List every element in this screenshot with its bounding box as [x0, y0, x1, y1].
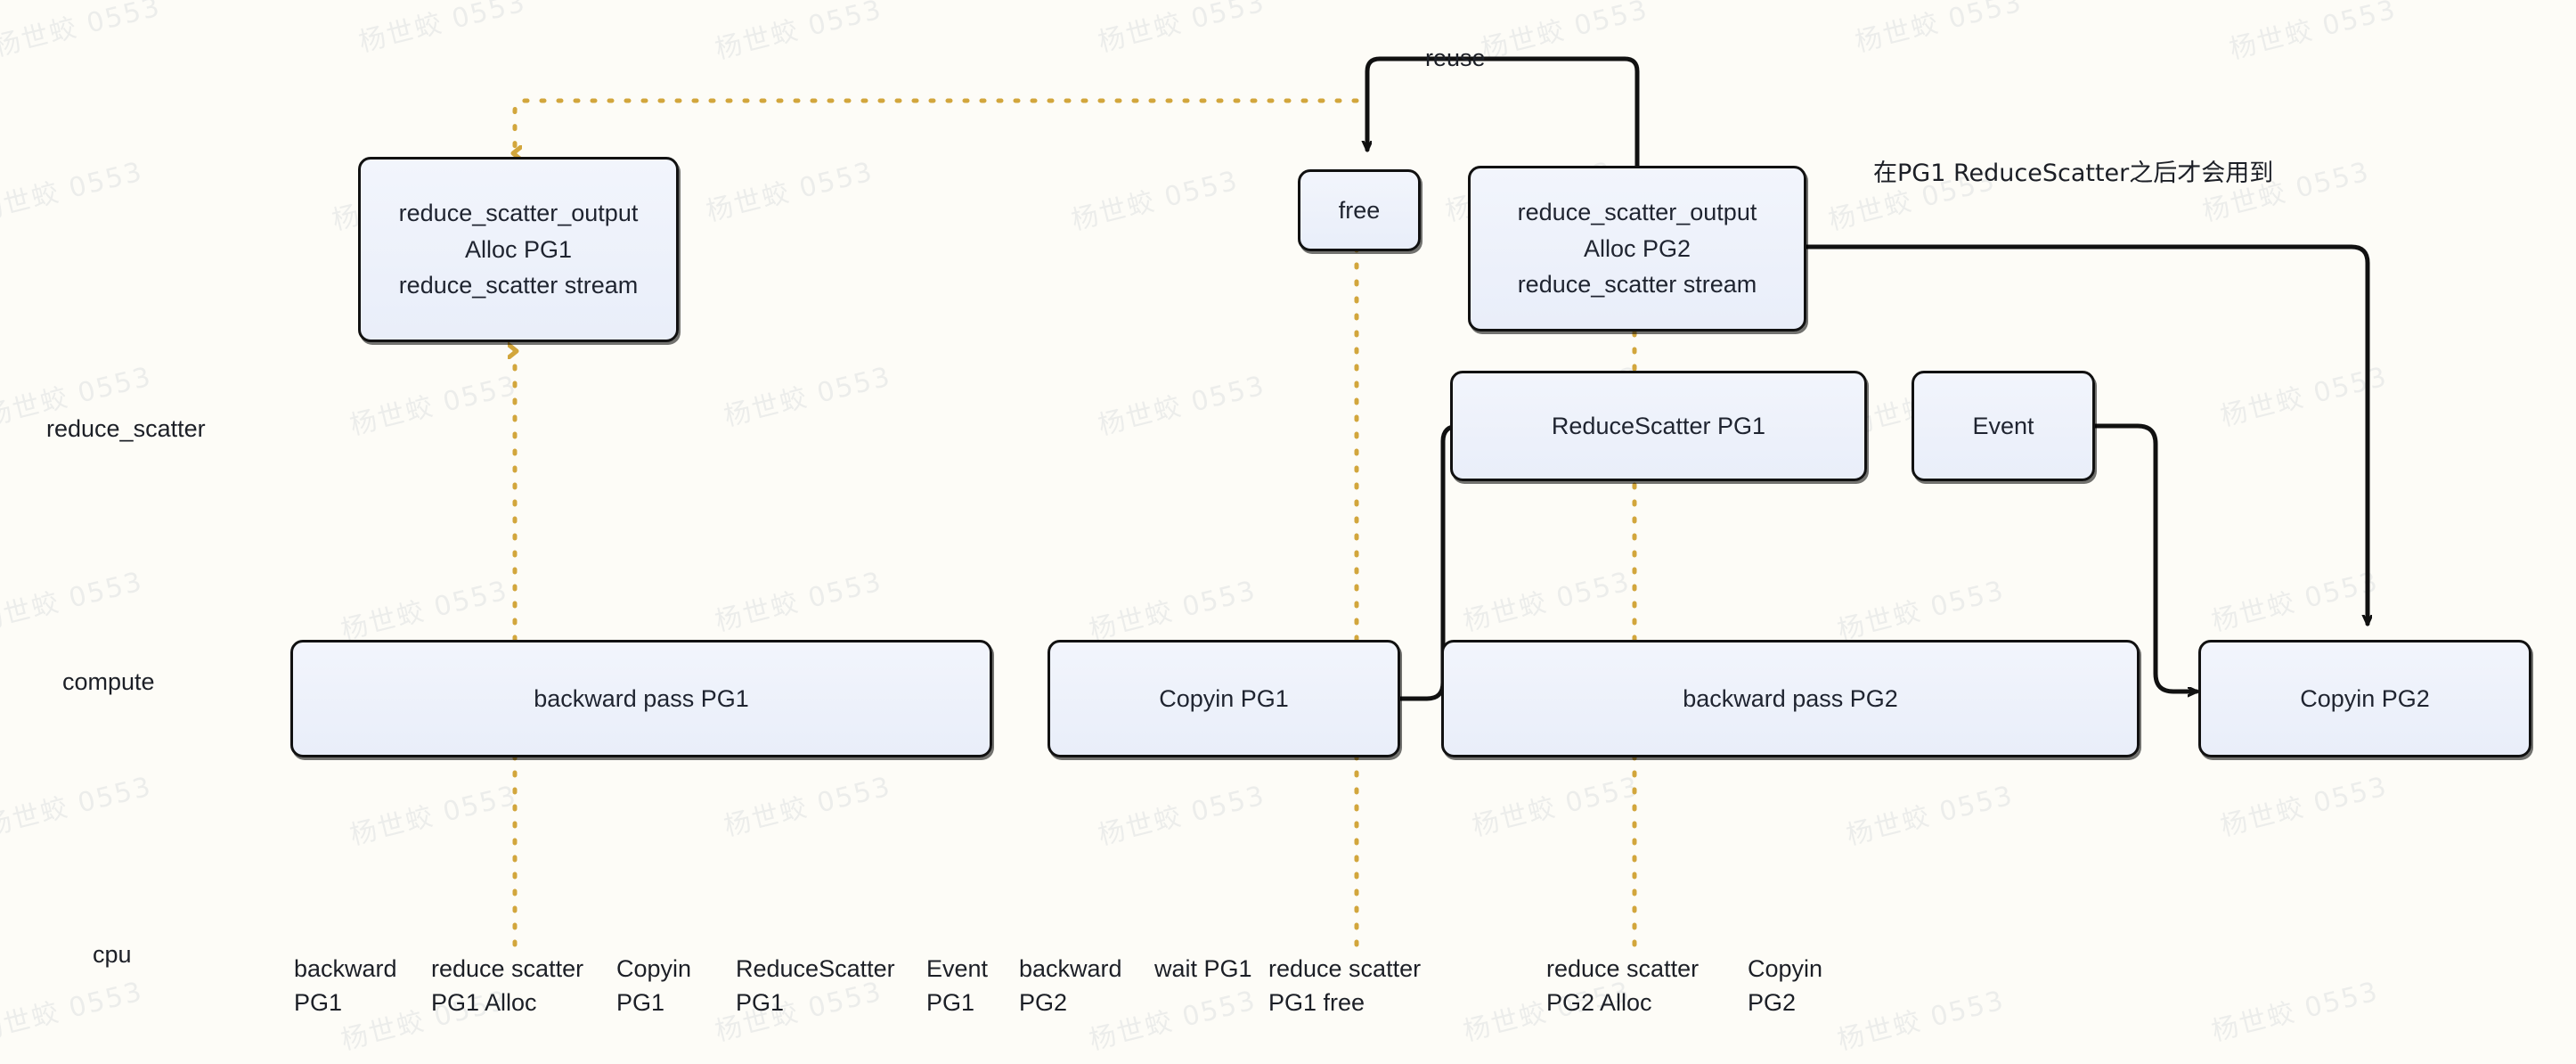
node-copyin-pg2[interactable]: Copyin PG2 [2198, 640, 2531, 757]
node-backward-pass-pg1[interactable]: backward pass PG1 [290, 640, 992, 757]
solid-edge-event-to-copyin2 [2092, 423, 2199, 692]
node-label: ReduceScatter PG1 [1551, 412, 1766, 439]
node-label: Copyin PG1 [1159, 684, 1289, 712]
row-label-compute: compute [62, 668, 155, 695]
cpu-item: reduce scatter PG1 Alloc [431, 955, 584, 1017]
node-backward-pass-pg2[interactable]: backward pass PG2 [1441, 640, 2140, 757]
node-label: reduce_scatter_output Alloc PG2 reduce_s… [1517, 199, 1757, 299]
cpu-item: reduce scatter PG2 Alloc [1546, 955, 1700, 1017]
cpu-item: backward PG1 [294, 955, 397, 1017]
node-label: reduce_scatter_output Alloc PG1 reduce_s… [398, 200, 639, 299]
node-label: free [1338, 196, 1381, 224]
node-reduce-scatter-output-alloc-pg2[interactable]: reduce_scatter_output Alloc PG2 reduce_s… [1468, 166, 1806, 331]
node-label: Event [1972, 412, 2034, 439]
node-label: Copyin PG2 [2300, 684, 2430, 712]
cpu-item: Copyin PG2 [1748, 955, 1823, 1017]
node-reduce-scatter-output-alloc-pg1[interactable]: reduce_scatter_output Alloc PG1 reduce_s… [358, 157, 679, 342]
edge-label-reuse: reuse [1425, 45, 1486, 71]
note-pg1-after-reducescatter: 在PG1 ReduceScatter之后才会用到 [1873, 160, 2274, 187]
row-label-reduce-scatter: reduce_scatter [46, 415, 206, 442]
node-reducescatter-pg1[interactable]: ReduceScatter PG1 [1450, 371, 1867, 481]
cpu-item: backward PG2 [1019, 955, 1122, 1017]
row-label-cpu: cpu [93, 941, 132, 968]
cpu-item: ReduceScatter PG1 [736, 955, 895, 1017]
node-free[interactable]: free [1298, 169, 1421, 251]
cpu-item: Copyin PG1 [616, 955, 692, 1017]
cpu-item: wait PG1 [1154, 955, 1252, 982]
node-copyin-pg1[interactable]: Copyin PG1 [1048, 640, 1400, 757]
cpu-item: reduce scatter PG1 free [1268, 955, 1422, 1017]
solid-edge-alloc2-to-copyin2 [1803, 244, 2368, 626]
node-label: backward pass PG1 [534, 684, 749, 712]
cpu-item: Event PG1 [926, 955, 989, 1017]
solid-edge-reuse [1367, 56, 1640, 168]
node-event[interactable]: Event [1912, 371, 2095, 481]
dotted-edge-reuse-backlink [515, 98, 1359, 153]
node-label: backward pass PG2 [1683, 684, 1898, 712]
